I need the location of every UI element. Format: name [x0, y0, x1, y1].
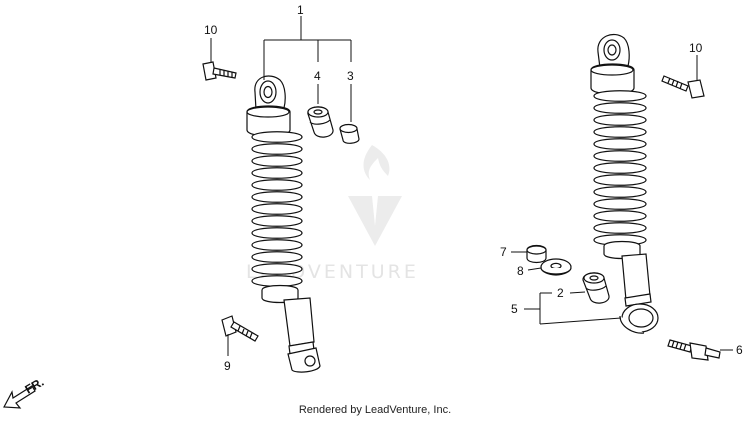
part-6-stud	[667, 339, 721, 361]
footer-credit: Rendered by LeadVenture, Inc.	[298, 404, 452, 416]
part-4-bushing	[307, 106, 334, 138]
callout-5: 5	[511, 302, 518, 316]
callout-8: 8	[517, 264, 524, 278]
right-shock-absorber	[590, 33, 659, 334]
left-spring	[251, 131, 303, 287]
callout-1: 1	[297, 3, 304, 17]
leader-lines	[210, 16, 733, 356]
callout-4: 4	[314, 69, 321, 83]
arrow-down-left-icon	[3, 385, 36, 409]
right-spring	[593, 90, 647, 246]
callout-9: 9	[224, 359, 231, 373]
callout-6: 6	[736, 343, 743, 357]
callout-3: 3	[347, 69, 354, 83]
left-shock-absorber	[246, 75, 321, 373]
part-7-nut	[526, 244, 547, 264]
part-10-bolt-left	[202, 61, 237, 81]
part-3-collar	[339, 123, 360, 144]
part-8-washer	[540, 258, 572, 276]
callout-7: 7	[500, 245, 507, 259]
part-2-bushing	[582, 272, 610, 304]
callout-10-left: 10	[204, 23, 218, 37]
callout-labels: 1 4 3 10 9 10 7 8 2 5 6	[204, 3, 743, 373]
callout-10-right: 10	[689, 41, 703, 55]
callout-2: 2	[557, 286, 564, 300]
part-10-bolt-right	[661, 75, 705, 99]
part-9-bolt	[221, 315, 259, 342]
watermark-logo-icon	[348, 145, 402, 246]
